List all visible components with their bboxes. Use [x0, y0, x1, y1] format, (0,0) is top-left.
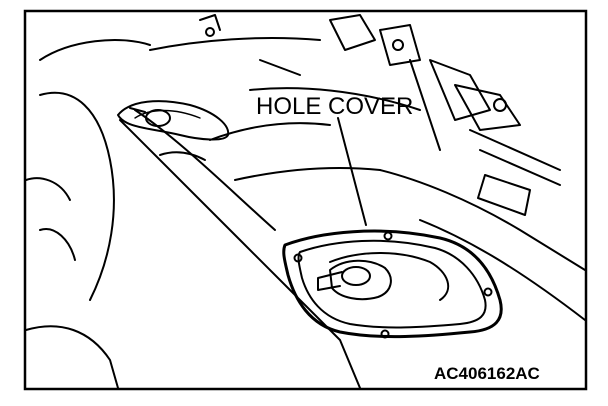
callout-leader-line	[337, 117, 367, 226]
callout-label: HOLE COVER	[256, 93, 413, 120]
floor-panel	[119, 37, 586, 389]
front-boot	[317, 259, 392, 301]
figure-id: AC406162AC	[434, 364, 540, 383]
bracket-assembly	[199, 14, 561, 216]
figure-frame	[23, 9, 588, 391]
seat-outline	[25, 39, 151, 389]
rear-boot	[117, 100, 230, 141]
hole-cover	[282, 229, 503, 339]
